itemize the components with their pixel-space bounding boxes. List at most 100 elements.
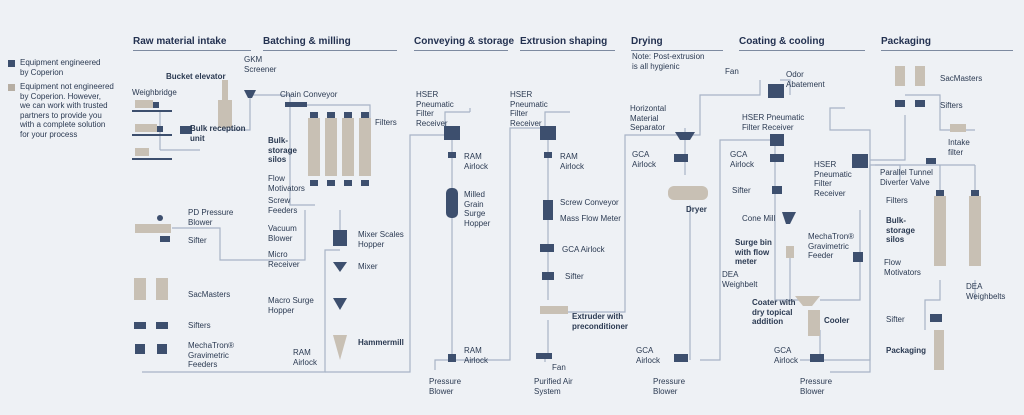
hser-coating-right — [852, 154, 868, 168]
mixer-scales-hopper — [333, 230, 347, 246]
label-ram-airlock-extrusion: RAM Airlock — [560, 152, 585, 171]
label-pd-pressure-blower: PD Pressure Blower — [188, 208, 234, 227]
label-sifters-intake: Sifters — [188, 321, 211, 330]
purified-air-system — [536, 353, 552, 359]
label-sacmasters-packaging: SacMasters — [940, 74, 983, 83]
connecting-lines — [142, 79, 976, 373]
surge-bin — [786, 246, 794, 258]
cone-mill — [782, 212, 796, 224]
gca-airlock-coating — [770, 154, 784, 162]
label-hser-extrusion: HSER Pneumatic Filter Receiver — [510, 90, 548, 128]
mechatron-coating — [853, 252, 863, 262]
gkm-screener — [244, 90, 256, 98]
label-gca-airlock-extrusion: GCA Airlock — [562, 245, 605, 254]
macro-surge-hopper — [333, 298, 347, 310]
legend-swatch-not-engineered — [8, 84, 15, 91]
label-cooler: Cooler — [824, 316, 850, 325]
label-bulk-storage-silos: Bulk- storage silos — [268, 136, 297, 164]
section-packaging: Packaging — [881, 36, 1013, 51]
section-batching-milling: Batching & milling — [263, 36, 397, 51]
label-filters-packaging: Filters — [886, 196, 908, 205]
label-ram-airlock-conv-bottom: RAM Airlock — [464, 346, 489, 365]
milled-grain-surge-hopper — [446, 188, 458, 218]
horizontal-separator — [675, 132, 695, 140]
legend-not-engineered-text: Equipment not engineered by Coperion. Ho… — [20, 82, 114, 139]
bulk-storage-silos — [308, 112, 371, 186]
label-mechatron-coating: MechaTron® Gravimetric Feeder — [808, 232, 855, 260]
extruder — [540, 306, 568, 314]
label-gca-airlock-coating-bottom: GCA Airlock — [774, 346, 799, 365]
bulk-storage-packaging — [934, 190, 981, 266]
label-ram-airlock-conv-top: RAM Airlock — [464, 152, 489, 171]
bucket-elevator — [222, 80, 228, 110]
label-macro-surge-hopper: Macro Surge Hopper — [268, 296, 314, 315]
label-parallel-tunnel: Parallel Tunnel Diverter Valve — [880, 168, 933, 187]
pd-pressure-blower — [135, 215, 171, 233]
gca-airlock-drying-bottom — [674, 354, 688, 362]
label-chain-conveyor: Chain Conveyor — [280, 90, 338, 99]
label-dryer: Dryer — [686, 205, 707, 214]
label-gca-airlock-drying: GCA Airlock — [632, 150, 657, 169]
coater — [795, 296, 820, 306]
label-bucket-elevator: Bucket elevator — [166, 72, 226, 81]
label-bulk-reception: Bulk reception unit — [190, 124, 246, 143]
label-hser-conveying: HSER Pneumatic Filter Receiver — [416, 90, 454, 128]
label-mixer-scales-hopper: Mixer Scales Hopper — [358, 230, 404, 249]
label-extruder: Extruder with preconditioner — [572, 312, 629, 331]
legend-swatch-engineered — [8, 60, 15, 67]
label-sifter-coating: Sifter — [732, 186, 751, 195]
label-ram-airlock-batching: RAM Airlock — [293, 348, 318, 367]
label-coater: Coater with dry topical addition — [752, 298, 796, 326]
label-screw-conveyor: Screw Conveyor — [560, 198, 619, 207]
label-gca-airlock-coating: GCA Airlock — [730, 150, 755, 169]
label-fan-extrusion: Fan — [552, 363, 566, 372]
label-pressure-blower-coating: Pressure Blower — [800, 377, 833, 396]
sifter-extrusion — [542, 272, 554, 280]
label-mechatron-intake: MechaTron® Gravimetric Feeders — [188, 341, 235, 369]
label-micro-receiver: Micro Receiver — [268, 250, 300, 269]
hser-coating — [770, 134, 784, 146]
screw-conveyor-unit — [543, 200, 553, 220]
label-vacuum-blower: Vacuum Blower — [268, 224, 297, 243]
weighbridge-trucks — [132, 100, 172, 160]
label-gkm-screener: GKM Screener — [244, 55, 277, 74]
truck-1 — [132, 100, 172, 112]
ram-airlock-conv-bottom — [448, 354, 456, 362]
label-cone-mill: Cone Mill — [742, 214, 776, 223]
label-hammermill: Hammermill — [358, 338, 404, 347]
label-sifters-packaging: Sifters — [940, 101, 963, 110]
label-milled-grain: Milled Grain Surge Hopper — [464, 190, 491, 228]
mixer — [333, 262, 347, 272]
hammermill — [333, 335, 347, 360]
packaging-machine — [934, 330, 944, 370]
cooler — [808, 310, 820, 336]
label-horizontal-separator: Horizontal Material Separator — [630, 104, 667, 132]
truck-3 — [132, 148, 172, 160]
label-bulk-storage-packaging: Bulk- storage silos — [886, 216, 915, 244]
intake-filter-unit — [950, 124, 966, 132]
section-raw-material-intake: Raw material intake — [133, 36, 251, 51]
chain-conveyor — [285, 102, 307, 107]
legend-engineered-text: Equipment engineered by Coperion — [20, 58, 101, 77]
bulk-reception-unit — [180, 100, 232, 134]
label-fan-drying: Fan — [725, 67, 739, 76]
sifter-coating — [772, 186, 782, 194]
label-dea-weighbelt: DEA Weighbelt — [722, 270, 758, 289]
section-extrusion-shaping: Extrusion shaping — [520, 36, 615, 51]
label-sifter-packaging: Sifter — [886, 315, 905, 324]
gca-airlock-drying — [674, 154, 688, 162]
section-drying: Drying — [631, 36, 723, 51]
sifter-intake — [160, 236, 170, 242]
label-mass-flow-meter: Mass Flow Meter — [560, 214, 621, 223]
label-hser-coating: HSER Pneumatic Filter Receiver — [742, 113, 805, 132]
section-conveying-storage: Conveying & storage — [414, 36, 514, 51]
label-pressure-blower-drying: Pressure Blower — [653, 377, 686, 396]
parallel-tunnel-valve — [926, 158, 936, 164]
label-mixer: Mixer — [358, 262, 378, 271]
label-weighbridge: Weighbridge — [132, 88, 177, 97]
label-drying-note: Note: Post-extrusion is all hygienic — [632, 52, 705, 71]
label-surge-bin: Surge bin with flow meter — [735, 238, 772, 266]
sacmasters-intake — [134, 278, 168, 354]
label-sifter-intake: Sifter — [188, 236, 207, 245]
